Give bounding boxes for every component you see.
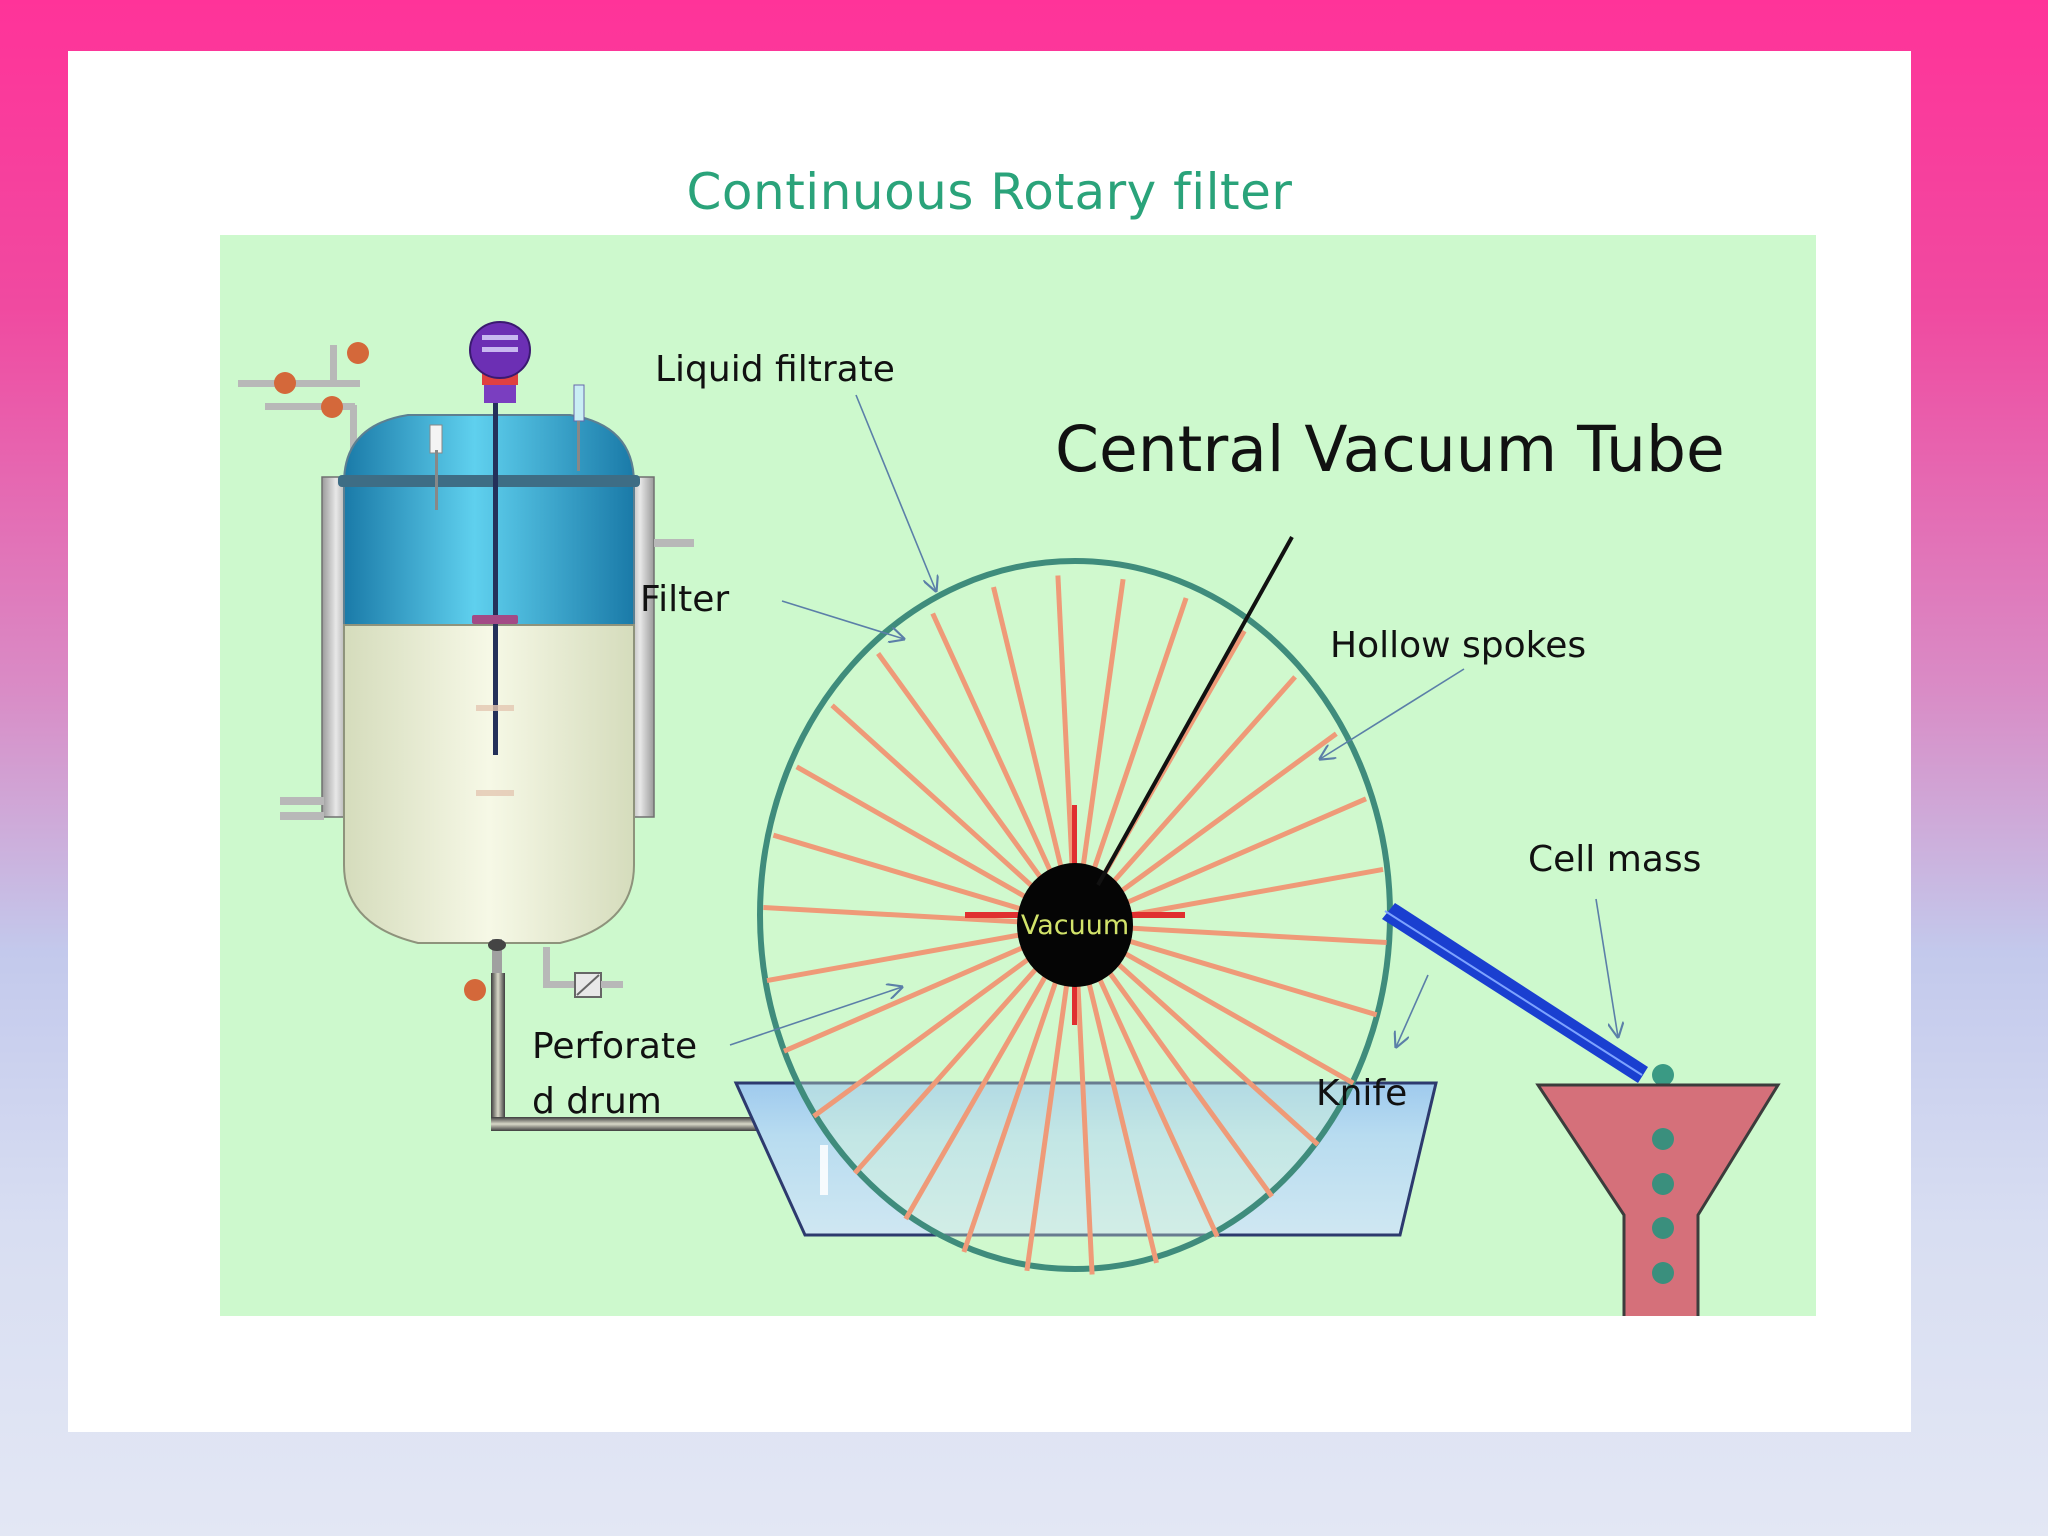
central-vacuum-tube — [1096, 536, 1294, 886]
perforated-drum-label-line1: Perforate — [532, 1026, 697, 1067]
rotary-filter-diagram: Vacuum Liquid filtrate — [220, 235, 1816, 1316]
vacuum-hub — [1017, 863, 1133, 987]
valve-icon — [274, 372, 296, 394]
rotary-drum: Vacuum — [757, 536, 1393, 1275]
fermenter-vessel — [238, 321, 840, 1137]
vacuum-label: Vacuum — [1021, 910, 1129, 941]
valve-icon — [347, 342, 369, 364]
valve-icon — [464, 979, 486, 1001]
hollow-spokes-label: Hollow spokes — [1330, 625, 1586, 666]
central-vacuum-tube-label: Central Vacuum Tube — [1055, 413, 1725, 486]
perforated-drum-label-line2: d drum — [532, 1081, 662, 1122]
liquid-filtrate-label: Liquid filtrate — [655, 349, 895, 390]
cell-mass-hopper — [1535, 1083, 1781, 1316]
slide-title: Continuous Rotary filter — [686, 163, 1293, 221]
slide-card: Continuous Rotary filter — [68, 51, 1911, 1432]
knife-blade — [1382, 903, 1674, 1086]
filter-label: Filter — [640, 579, 729, 620]
knife-label: Knife — [1316, 1073, 1407, 1114]
valve-icon — [321, 396, 343, 418]
cell-mass-label: Cell mass — [1528, 839, 1701, 880]
label-arrows — [729, 394, 1618, 1047]
